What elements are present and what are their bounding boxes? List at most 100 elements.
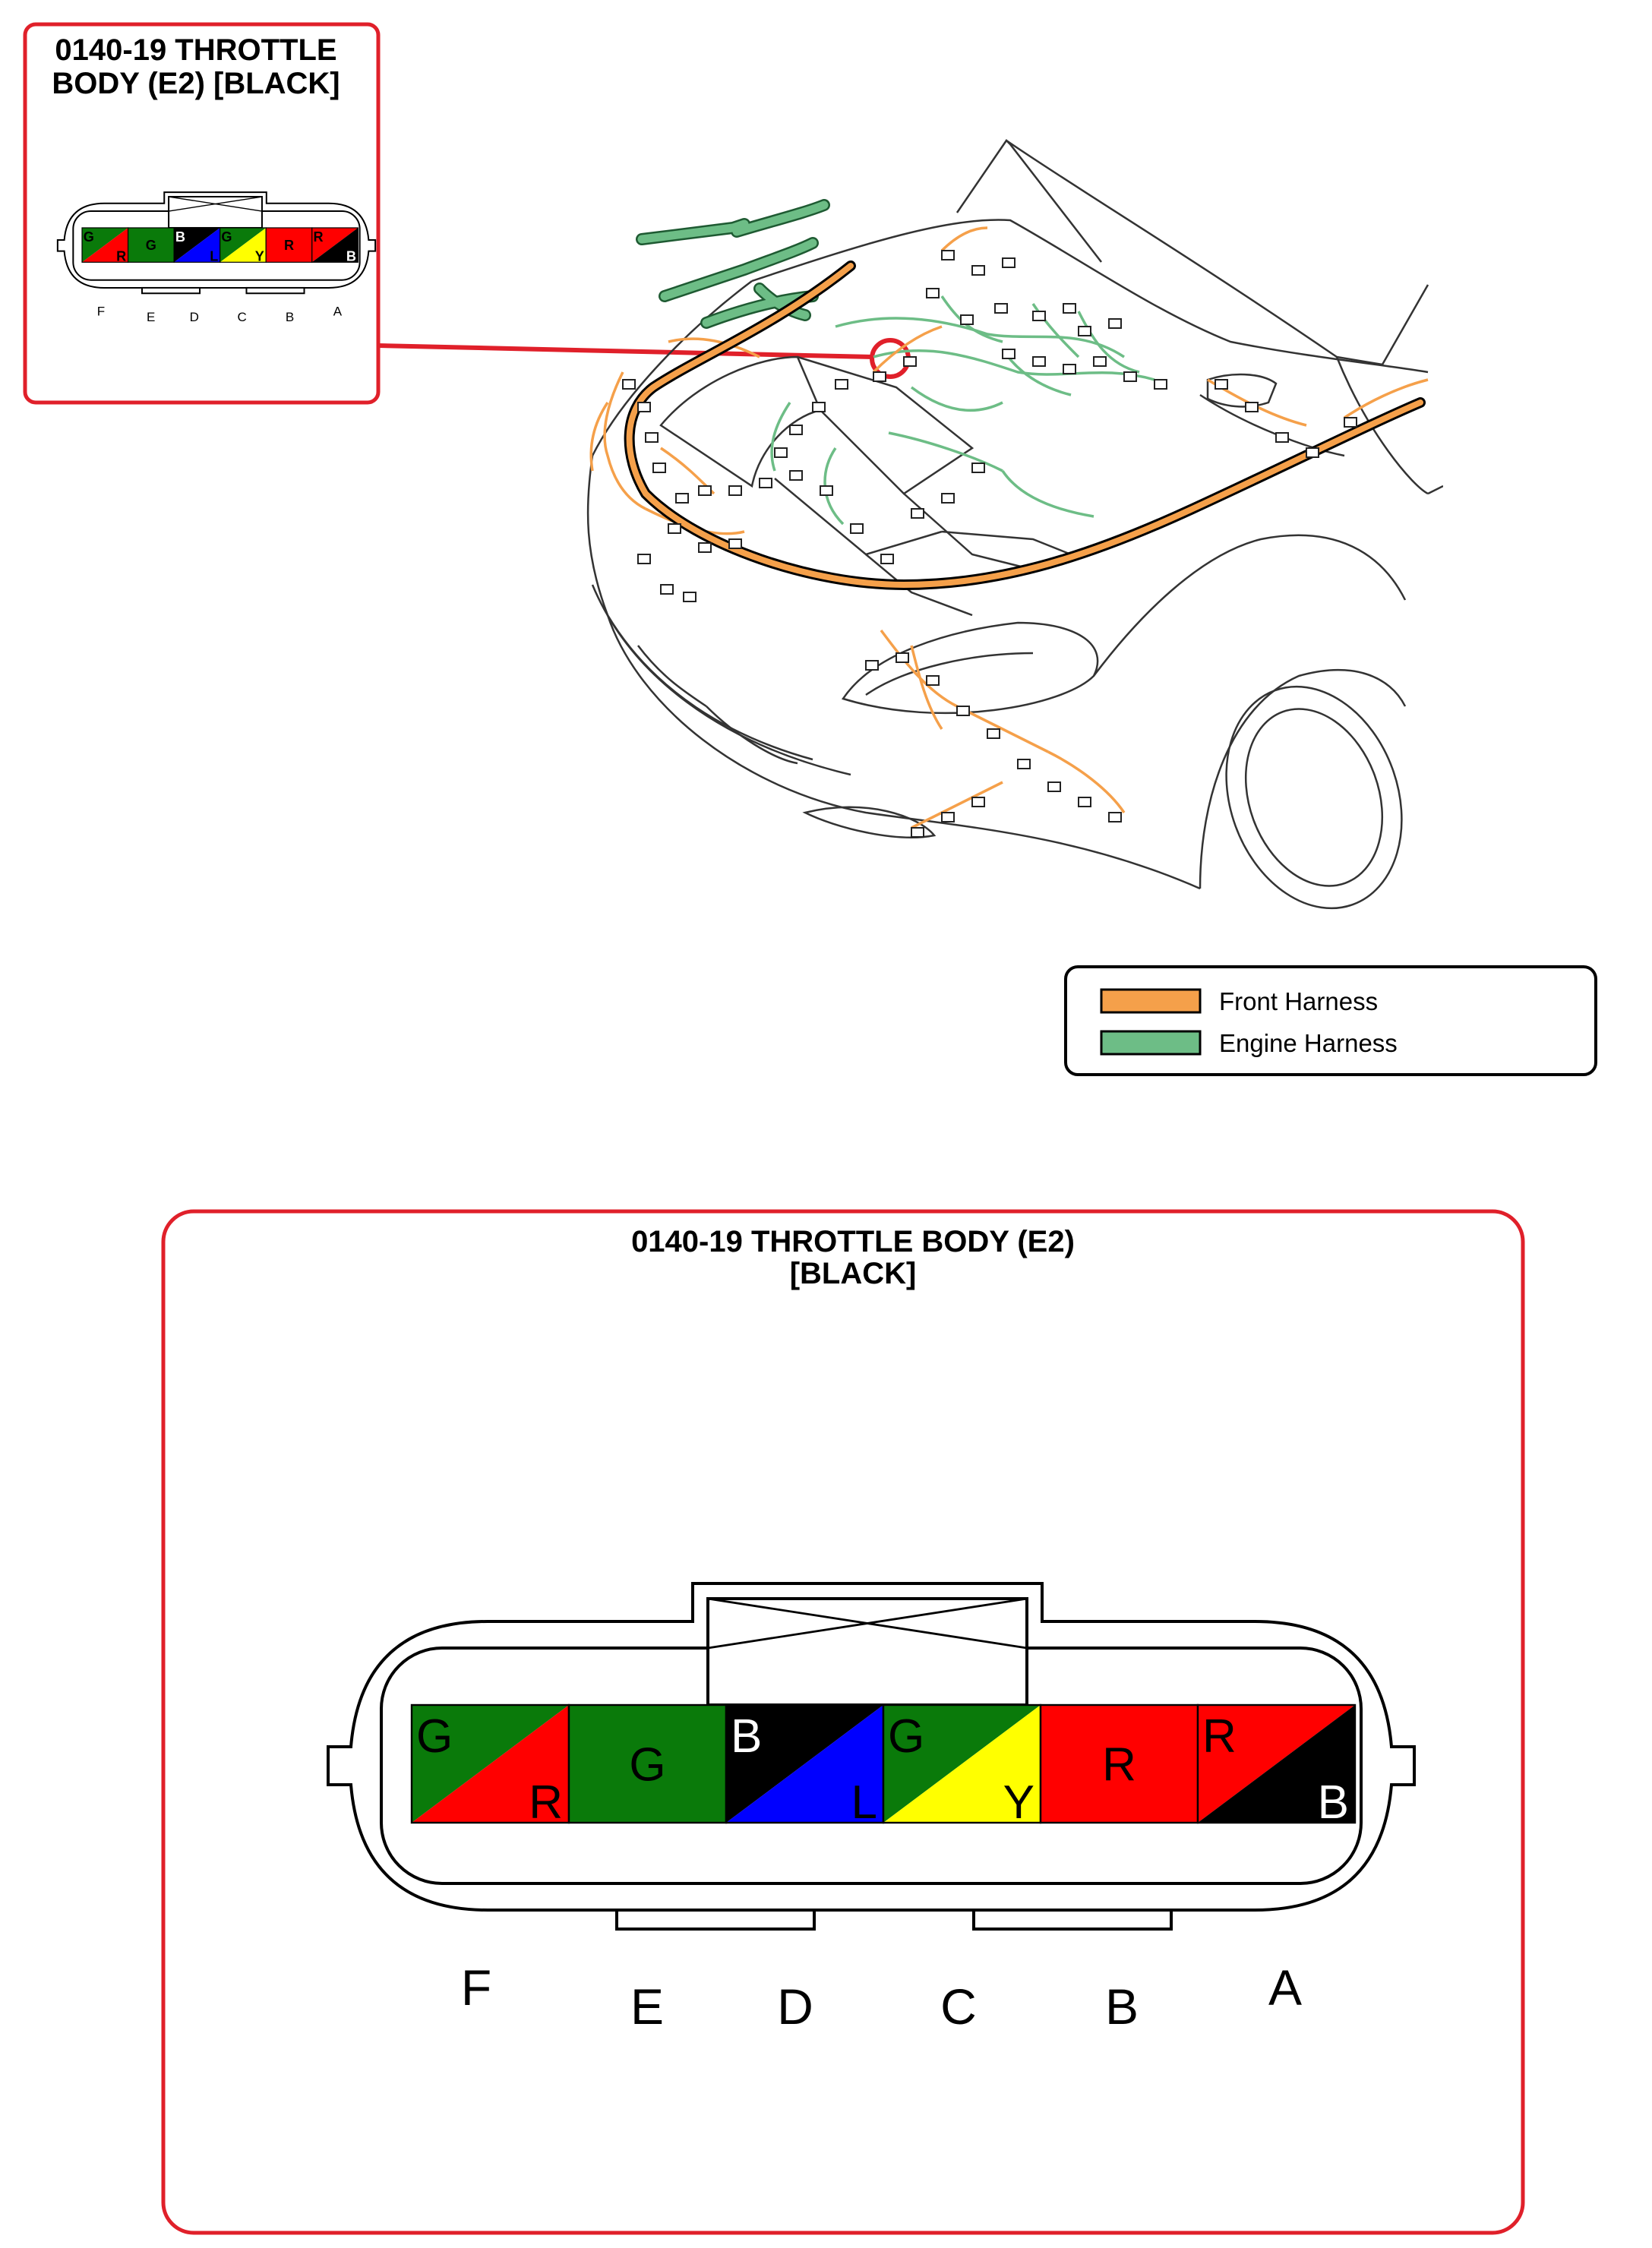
pin-A-top-code: R — [1202, 1710, 1237, 1763]
pin-B-code: R — [1102, 1739, 1136, 1792]
pin-position-D: D — [777, 1978, 813, 2035]
harness-connector-plug — [994, 303, 1008, 314]
harness-connector-plug — [698, 542, 712, 553]
pin-E-color — [569, 1705, 726, 1823]
vehicle-illustration — [547, 129, 1444, 919]
harness-connector-plug — [1215, 379, 1228, 390]
pin-D-bottom-code: L — [210, 249, 218, 264]
pin-A-top-code: R — [314, 229, 324, 245]
harness-connector-plug — [941, 493, 955, 504]
main-title-line2: [BLACK] — [790, 1257, 917, 1290]
harness-connector-plug — [1002, 349, 1016, 359]
legend-swatch-front-harness — [1100, 988, 1202, 1014]
pin-position-F: F — [461, 1959, 491, 2016]
pin-C-bottom-color — [220, 227, 267, 263]
pin-B-color — [1041, 1705, 1198, 1823]
pin-position-A: A — [333, 305, 343, 319]
pin-position-D: D — [190, 310, 199, 324]
harness-connector-plug — [926, 288, 940, 298]
legend-label-front-harness: Front Harness — [1219, 987, 1378, 1015]
connector-latch — [706, 1597, 1028, 1707]
pin-C-top-code: G — [888, 1710, 924, 1763]
pin-D-top-code: B — [731, 1710, 762, 1763]
harness-connector-plug — [895, 652, 909, 663]
harness-connector-plug — [1078, 326, 1091, 336]
harness-connector-plug — [911, 508, 924, 519]
pin-A-bottom-code: B — [1318, 1776, 1349, 1829]
pin-C-bottom-color — [883, 1705, 1041, 1823]
harness-connector-plug — [759, 478, 772, 488]
harness-connector-plug — [960, 314, 974, 325]
harness-connector-plug — [1002, 257, 1016, 268]
harness-connector-plug — [668, 523, 681, 534]
harness-connector-plug — [683, 592, 696, 602]
connector-latch-cross — [707, 1597, 1028, 1650]
harness-connector-plug — [1032, 356, 1046, 367]
pin-E-code: G — [146, 238, 156, 253]
pin-A-bottom-code: B — [346, 249, 356, 264]
harness-connector-plug — [850, 523, 864, 534]
harness-connector-plug — [1123, 371, 1137, 382]
harness-connector-plug — [1032, 311, 1046, 321]
pin-A-top-color — [311, 227, 359, 263]
pin-position-C: C — [237, 310, 246, 324]
harness-connector-plug — [1245, 402, 1259, 412]
pin-position-C: C — [940, 1978, 977, 2035]
pin-F-top-color — [82, 227, 128, 263]
harness-connector-plug — [911, 827, 924, 838]
legend: Front Harness Engine Harness — [1063, 965, 1603, 1086]
harness-connector-plug — [675, 493, 689, 504]
harness-connector-plug — [660, 584, 674, 595]
harness-connector-plug — [1017, 759, 1031, 769]
pin-position-A: A — [1268, 1959, 1302, 2016]
harness-connector-plug — [1108, 318, 1122, 329]
pin-D-bottom-color — [174, 227, 220, 263]
harness-connector-plug — [637, 402, 651, 412]
pin-C-bottom-code: Y — [255, 249, 264, 264]
inset-frame — [23, 22, 381, 405]
connector-key — [245, 286, 305, 295]
harness-connector-plug — [873, 371, 886, 382]
harness-connector-plug — [728, 485, 742, 496]
harness-connector-plug — [941, 250, 955, 260]
harness-connector-plug — [774, 447, 788, 458]
pin-E-color — [128, 227, 175, 263]
harness-connector-plug — [1093, 356, 1107, 367]
connector-key — [141, 286, 201, 295]
harness-connector-plug — [1063, 303, 1076, 314]
pin-C-top-color — [220, 227, 267, 263]
connector-latch — [168, 196, 263, 229]
inset-title-line2: BODY (E2) [BLACK] — [52, 67, 340, 100]
pin-position-F: F — [97, 305, 105, 319]
main-connector-svg: 0140-19 THROTTLE BODY (E2) [BLACK] GRFGE… — [161, 1209, 1525, 2235]
pin-B-color — [266, 227, 312, 263]
pin-position-E: E — [147, 310, 155, 324]
vehicle-svg — [586, 139, 1444, 910]
inset-title-line1: 0140-19 THROTTLE — [55, 33, 336, 67]
harness-connector-plug — [903, 356, 917, 367]
harness-connector-plug — [971, 265, 985, 276]
harness-connector-plug — [622, 379, 636, 390]
harness-connector-plug — [971, 797, 985, 807]
harness-connector-plug — [645, 432, 659, 443]
pin-D-top-color — [174, 227, 220, 263]
main-panel-frame — [161, 1209, 1525, 2235]
pin-A-cell — [311, 227, 359, 263]
callout-line — [377, 343, 873, 359]
harness-connector-plug — [926, 675, 940, 686]
pin-F-top-code: G — [84, 229, 94, 245]
harness-connector-plug — [812, 402, 826, 412]
connector-key — [972, 1909, 1173, 1931]
pin-F-bottom-code: R — [529, 1776, 563, 1829]
legend-frame — [1064, 965, 1597, 1076]
harness-connector-plug — [880, 554, 894, 564]
harness-connector-plug — [956, 706, 970, 716]
harness-connector-plug — [789, 425, 803, 435]
harness-connector-plug — [987, 728, 1000, 739]
harness-connector-plug — [728, 538, 742, 549]
legend-label-engine-harness: Engine Harness — [1219, 1029, 1398, 1057]
harness-connector-plug — [1306, 447, 1319, 458]
